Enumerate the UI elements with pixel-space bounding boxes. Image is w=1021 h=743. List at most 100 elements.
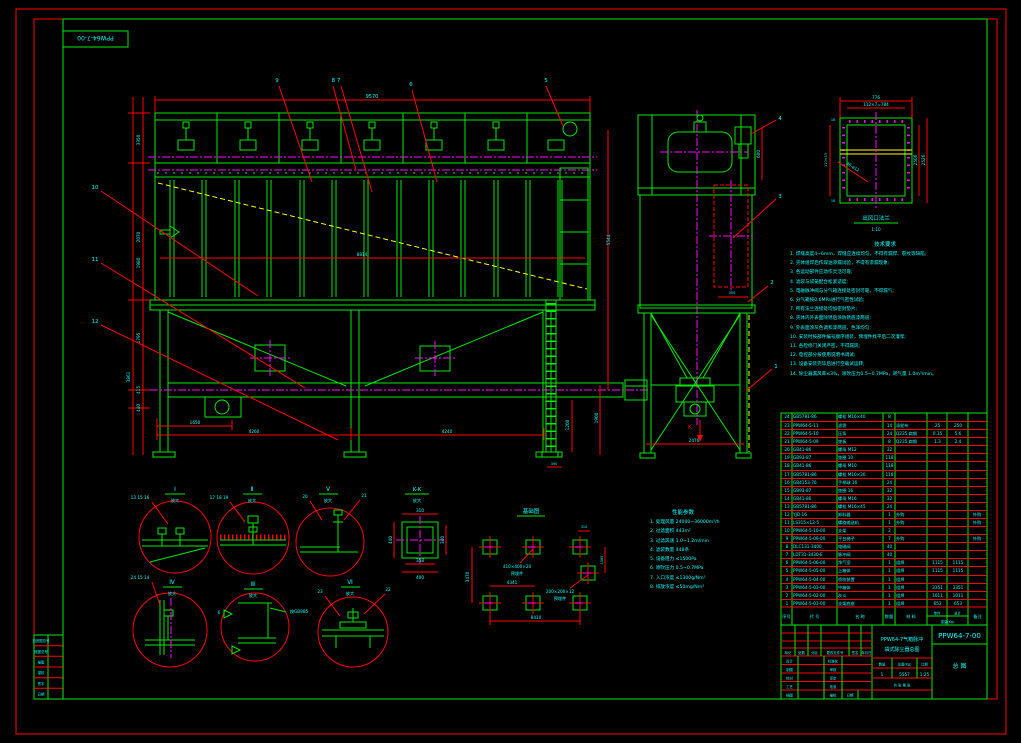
bom-cell — [895, 454, 927, 461]
bom-cell: PPW64-5-05-00 — [793, 568, 826, 574]
bom-header-weight: 重量(Kg) — [941, 619, 955, 624]
balloon-2: 2 — [770, 280, 774, 286]
bom-cell — [895, 462, 927, 469]
bom-cell: GB41-86 — [793, 463, 812, 469]
dim-label: 110×13 — [824, 153, 828, 167]
spec-line: 8. 排放浓度 ≤50mg/Nm³ — [650, 585, 705, 591]
bom-cell — [947, 479, 968, 486]
bom-cell — [927, 471, 947, 478]
bom-cell: GB93-87 — [793, 487, 812, 493]
edge-row-label: 底图总号 — [34, 649, 48, 654]
bom-cell: 7 — [888, 536, 891, 542]
sig-label: 审定 — [830, 676, 837, 681]
product-title-line2: 袋式除尘器总图 — [884, 646, 919, 653]
bom-cell: 11 — [784, 520, 790, 526]
pulse-valves — [177, 121, 565, 151]
bom-cell — [895, 527, 927, 534]
bom-cell — [968, 576, 985, 583]
dim-label: 400 — [416, 575, 424, 580]
detail-KK: K-K 放大 310 440 340 358 400 — [388, 487, 447, 580]
bom-cell: 17 — [784, 471, 790, 477]
detail-V: Ⅴ 放大 20 21 — [295, 486, 367, 577]
weld-note: 按GB985 — [290, 608, 309, 615]
dim-label: 3861 — [126, 371, 131, 382]
bom-cell — [947, 503, 968, 510]
bom-header: 备注 — [973, 613, 982, 620]
edge-row-label: 描图 — [38, 660, 45, 665]
bom-cell: 螺旋输送机 — [838, 520, 859, 526]
bom-cell: LDT31-3430-E — [793, 552, 823, 558]
bom-cell — [968, 487, 985, 494]
discharge-motor — [204, 396, 242, 418]
bom-cell — [968, 527, 985, 534]
detail-III: 6 按GB985 Ⅲ 放大 — [218, 581, 309, 662]
detail-sub: 放大 — [168, 590, 176, 597]
bom-cell — [927, 495, 947, 502]
bom-cell: GB4153-76 — [793, 479, 817, 485]
dim-label: 440 — [136, 404, 141, 412]
balloon-20: 20 — [302, 494, 308, 499]
bom-cell: YJD-16 — [793, 511, 807, 517]
bom-cell: 组焊 — [896, 592, 905, 598]
bom-cell: 3351 — [952, 584, 964, 590]
bom-cell: 手柄球 16 — [838, 479, 858, 485]
rev-header: 年月日 — [861, 650, 871, 655]
spec-line: 3. 过滤风速 1.0~1.2m/min — [650, 538, 709, 544]
note-line: 10. 安装时按部件编号顺序组装，预埋件找平后二次灌浆; — [790, 334, 906, 340]
detail-label: Ⅱ — [251, 486, 254, 493]
bom-cell: 组焊 — [896, 584, 905, 590]
bom-cell: 1115 — [952, 568, 964, 574]
bom-cell — [947, 487, 968, 494]
bom-cell: 支架 — [838, 528, 847, 534]
spec-line: 4. 滤袋数量 448条 — [650, 547, 690, 553]
bom-cell — [927, 519, 947, 526]
bom-cell: PPW64-5-09 — [793, 439, 819, 445]
specs-title: 性能参数 — [672, 510, 695, 516]
detail-label: Ⅲ — [251, 581, 255, 588]
dim-label: 18 — [831, 199, 835, 203]
edge-row-label: 旧底图总号 — [33, 638, 51, 643]
bom-cell: 脉冲阀 — [838, 552, 851, 558]
dim-label: 4341 — [507, 580, 518, 585]
bom-cell: PPW64-5-03-00 — [793, 584, 826, 590]
bom-cell: PPW64-5-02-00 — [793, 592, 826, 598]
balloon-21: 21 — [361, 493, 367, 498]
dim-label: 350 — [729, 291, 735, 295]
bom-cell: 螺栓 M16×45 — [838, 503, 866, 509]
bom-cell: GB41-86 — [793, 495, 812, 501]
bom-cell — [895, 543, 927, 550]
dim-label: 2476 — [689, 438, 700, 443]
qty-header: 比例 — [921, 662, 928, 667]
product-title-line1: PPW64-7气箱脉冲 — [881, 636, 923, 643]
front-elevation-view: 9570 8814 — [92, 78, 650, 468]
inlet-arrow-icon — [159, 225, 180, 239]
detail-VI: Ⅵ 放大 23 22 — [317, 579, 391, 668]
bom-cell: 组焊 — [896, 568, 905, 574]
spec-line: 7. 入口浓度 ≤1300g/Nm³ — [650, 575, 706, 581]
bom-cell: 40 — [886, 544, 893, 550]
dim-label: 1565 — [600, 556, 604, 565]
balloon-8-7: 8 7 — [332, 78, 341, 84]
bom-cell: 外购 — [896, 536, 905, 542]
qty-value: 1 — [881, 672, 884, 677]
bom-cell — [947, 511, 968, 518]
bom-cell: 5.6 — [954, 431, 962, 437]
detail-label: Ⅵ — [347, 579, 353, 586]
technical-notes: 技术要求 1. 焊缝高度4~6mm，焊缝应连续均匀，不得有漏焊、裂纹等缺陷;2.… — [790, 240, 980, 379]
bom-cell — [927, 511, 947, 518]
bom-cell: 32 — [886, 495, 893, 501]
sig-label: 校对 — [786, 676, 793, 681]
bom-cell: 支架底座 — [838, 600, 855, 606]
bom-cell: 外购 — [896, 520, 905, 526]
balloon-3: 3 — [778, 194, 782, 200]
dim-label: 112×7=784 — [863, 102, 889, 107]
bom-cell — [927, 462, 947, 469]
bom-cell: 外购 — [896, 511, 905, 517]
bom-cell: 1 — [785, 600, 789, 606]
bom-cell — [947, 543, 968, 550]
